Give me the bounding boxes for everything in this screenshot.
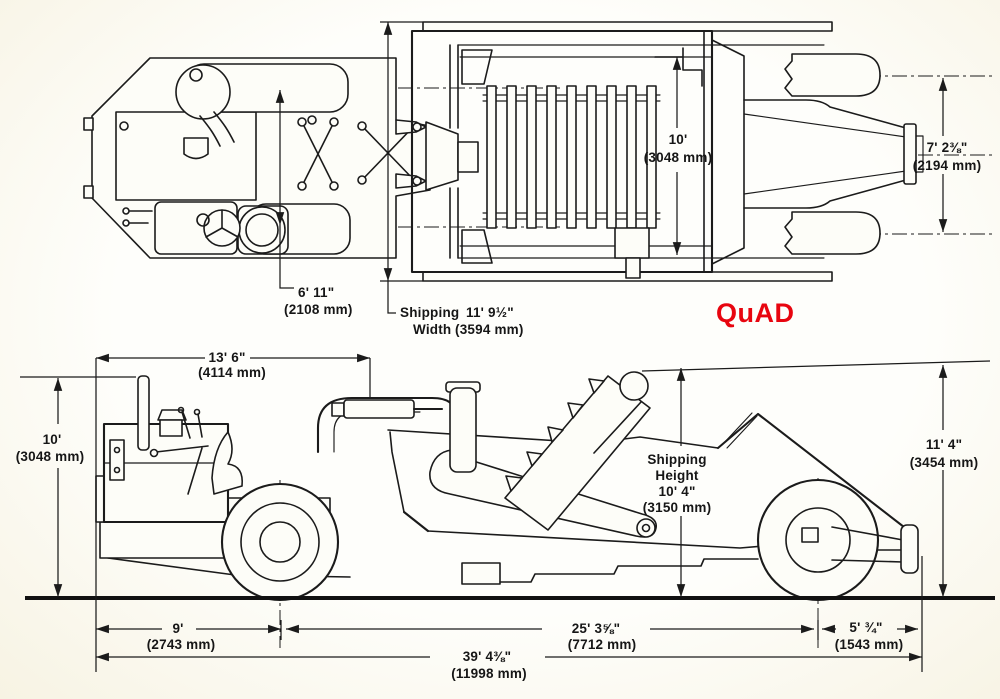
dim-shipping-height-word2: Height	[655, 468, 699, 483]
dim-wheelbase-ft: 25' 3⅝"	[572, 621, 621, 636]
dim-rear-overhang-mm: (1543 mm)	[835, 637, 904, 652]
dim-shipping-width-word1: Shipping	[400, 305, 459, 320]
dim-tractor-height-mm: (3048 mm)	[16, 449, 85, 464]
ejector-ribs	[486, 85, 657, 229]
dim-rear-tread-ft: 7' 2⅜"	[927, 140, 968, 155]
dim-shipping-height-ft: 10' 4"	[658, 484, 695, 499]
side-view-dimensions: 13' 6" (4114 mm) 10' (3048 mm) Shipping …	[16, 350, 991, 681]
dim-shipping-width-word2: Width	[413, 322, 451, 337]
dim-front-section-mm: (2743 mm)	[147, 637, 216, 652]
dim-wheelbase-mm: (7712 mm)	[568, 637, 637, 652]
top-view-dimensions: Shipping 11' 9½" Width (3594 mm) 10' (30…	[275, 21, 982, 337]
dim-bowl-width-ft: 10'	[669, 132, 688, 147]
dim-rear-tread-mm: (2194 mm)	[913, 158, 982, 173]
elevator-assembly	[504, 371, 651, 531]
dim-shipping-width-ft: 11' 9½"	[466, 305, 514, 320]
dim-shipping-width-mm: (3594 mm)	[455, 322, 524, 337]
dim-front-tread-ft: 6' 11"	[298, 285, 334, 300]
dim-overall-height-mm: (3454 mm)	[910, 455, 979, 470]
dim-overall-length-ft: 39' 4⅜"	[463, 649, 512, 664]
dim-rear-overhang-ft: 5' ¾"	[849, 620, 882, 635]
top-view-drawing	[83, 21, 996, 282]
side-view-drawing	[25, 371, 995, 648]
dim-tractor-height-ft: 10'	[43, 432, 62, 447]
dim-shipping-height-word1: Shipping	[647, 452, 706, 467]
tractor-side	[95, 375, 351, 578]
dim-bowl-width-mm: (3048 mm)	[644, 150, 713, 165]
dim-overall-length-mm: (11998 mm)	[451, 666, 527, 681]
dim-overall-height-ft: 11' 4"	[926, 437, 962, 452]
dim-tractor-length-mm: (4114 mm)	[198, 365, 266, 380]
dim-shipping-height-mm: (3150 mm)	[643, 500, 712, 515]
brand-logo: QuAD	[716, 298, 795, 328]
dim-front-tread-mm: (2108 mm)	[284, 302, 353, 317]
dim-front-section-ft: 9'	[172, 621, 183, 636]
dim-tractor-length-ft: 13' 6"	[208, 350, 245, 365]
